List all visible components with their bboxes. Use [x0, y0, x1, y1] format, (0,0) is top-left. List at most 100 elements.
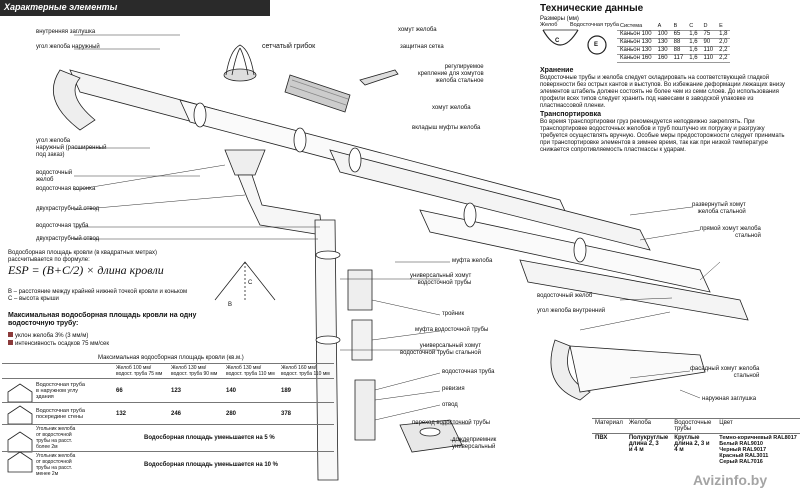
area-table-title: Максимальная водосборная площадь кровли …: [98, 355, 244, 361]
mesh-cap-icon: [223, 44, 257, 82]
area-col-head: Желоб 130 мм/ водост. труба 90 мм: [169, 363, 224, 379]
material-header-row: Материал Желоба Водосточные трубы Цвет: [592, 418, 800, 434]
area-row-label: Угольник желоба от водосточной трубы на …: [2, 424, 114, 452]
spec-cell: 100: [654, 30, 671, 39]
material-head: Материал: [592, 418, 626, 434]
label-adjustable-bracket: регулируемое крепление для хомутов желоб…: [418, 64, 484, 84]
legend-text: уклон желоба 3% (3 мм/м): [15, 333, 89, 339]
material-head: Цвет: [716, 418, 800, 434]
label-protective-mesh: защитная сетка: [400, 44, 444, 50]
area-col-head: Желоб 160 мм/ водост. труба 110 мм: [279, 363, 334, 379]
spec-cell: 1,6: [686, 30, 701, 39]
spec-cell: 75: [700, 30, 717, 39]
spec-head: A: [654, 22, 671, 31]
formula-intro: Водосборная площадь кровли (в квадратных…: [8, 250, 158, 263]
label-gutter: водосточный желоб: [36, 170, 73, 183]
label-gutter-coupling: муфта желоба: [452, 258, 493, 264]
label-outer-corner: угол желоба наружный: [36, 44, 100, 50]
spec-head: Система: [617, 22, 655, 31]
transport-title: Транспортировка: [540, 111, 601, 118]
label-pipe-coupling: муфта водосточной трубы: [415, 327, 489, 333]
area-cell: 246: [169, 402, 224, 425]
transport-text: Во время транспортировки груз рекомендуе…: [540, 119, 785, 153]
spec-cell: 110: [700, 54, 717, 63]
material-cell: Темно-коричневый RAL8017 Белый RAL9010 Ч…: [716, 433, 800, 466]
legend-text: интенсивность осадков 75 мм/сек: [15, 341, 110, 347]
spec-cell: 2,0: [716, 38, 731, 47]
area-col-head: Желоб 100 мм/ водост. труба 75 мм: [114, 363, 169, 379]
area-row-label: Угольник желоба от водосточной трубы на …: [2, 451, 114, 478]
spec-cell: Каньон 100: [617, 30, 655, 39]
spec-cell: 1,6: [686, 46, 701, 55]
label-straight-clamp: прямой хомут желоба стальной: [700, 226, 761, 239]
area-title: Максимальная водосборная площадь кровли …: [8, 312, 197, 327]
label-coupling-insert: вкладыш муфты желоба: [412, 125, 481, 131]
spec-head: E: [716, 22, 731, 31]
area-cell: Водосборная площадь уменьшается на 5 %: [114, 424, 334, 452]
profile-mark-e: E: [594, 42, 599, 48]
spec-cell: 1,8: [716, 30, 731, 39]
spec-cell: Каньон 130: [617, 38, 655, 47]
label-outer-cap: наружная заглушка: [702, 396, 757, 402]
area-legend-1: уклон желоба 3% (3 мм/м): [8, 332, 88, 340]
spec-cell: 1,6: [686, 38, 701, 47]
spec-cell: 1,6: [686, 54, 701, 63]
area-cell: 66: [114, 378, 169, 403]
legend-square-icon: [8, 340, 13, 345]
label-outer-corner-extended: угол желоба наружный (расширенный под за…: [36, 138, 107, 158]
label-gutter-clamp-2: хомут желоба: [432, 105, 471, 111]
label-mesh-cap: сетчатый грибок: [262, 43, 316, 50]
storage-text: Водосточные трубы и желоба следует склад…: [540, 75, 785, 109]
spec-cell: 2,2: [716, 46, 731, 55]
spec-head: C: [686, 22, 701, 31]
sub-gutter-label: Желоб: [540, 22, 558, 28]
label-double-bend: двухраструбный отвод: [36, 206, 100, 212]
area-row: Угольник желоба от водосточной трубы на …: [2, 424, 334, 452]
label-outlet: отвод: [442, 402, 458, 408]
label-unfolded-clamp: развернутый хомут желоба стальной: [692, 202, 746, 215]
area-cell: 123: [169, 378, 224, 403]
spec-header-row: Система A B C D E: [617, 22, 731, 31]
label-double-bend-2: двухраструбный отвод: [36, 236, 100, 242]
label-universal-clamp: универсальный хомут водосточной трубы: [410, 273, 472, 286]
area-table: Желоб 100 мм/ водост. труба 75 мм Желоб …: [2, 363, 334, 478]
area-row: Угольник желоба от водосточной трубы на …: [2, 451, 334, 478]
area-header-row: Желоб 100 мм/ водост. труба 75 мм Желоб …: [2, 363, 334, 379]
material-cell: Круглые длина 2, 3 и 4 м: [671, 433, 717, 466]
label-facade-clamp: фасадный хомут желоба стальной: [690, 366, 760, 379]
spec-cell: Каньон 130: [617, 46, 655, 55]
roof-mark-c: C: [248, 280, 253, 286]
spec-cell: Каньон 160: [617, 54, 655, 63]
area-cell: 378: [279, 402, 334, 425]
area-legend-2: интенсивность осадков 75 мм/сек: [8, 340, 109, 348]
storage-title: Хранение: [540, 67, 574, 74]
spec-cell: 90: [700, 38, 717, 47]
spec-cell: 88: [670, 46, 687, 55]
formula-expression: ESP = (B+C/2) × длина кровли: [8, 263, 164, 277]
spec-cell: 117: [670, 54, 687, 63]
spec-cell: 88: [670, 38, 687, 47]
area-cell: 140: [224, 378, 279, 403]
spec-head: D: [700, 22, 717, 31]
spec-cell: 130: [654, 38, 671, 47]
spec-cell: 160: [654, 54, 671, 63]
sub-pipe-label: Водосточная труба: [570, 22, 619, 28]
label-inner-angle: угол желоба внутренний: [537, 308, 606, 314]
roof-mark-b: B: [228, 302, 233, 308]
sizes-label: Размеры (мм): [540, 16, 579, 22]
spec-cell: 110: [700, 46, 717, 55]
area-cell: Водосборная площадь уменьшается на 10 %: [114, 451, 334, 478]
area-cell: 189: [279, 378, 334, 403]
protective-mesh-icon: [284, 74, 351, 113]
area-row-label: Водосточная труба посередине стены: [2, 402, 114, 425]
tech-data-title: Технические данные: [540, 3, 644, 14]
profile-mark-c: C: [555, 38, 560, 44]
area-row: Водосточная труба посередине стены 132 2…: [2, 402, 334, 425]
material-head: Желоба: [625, 418, 672, 434]
section-header: Характерные элементы: [0, 0, 270, 16]
label-tee: тройник: [442, 311, 465, 317]
